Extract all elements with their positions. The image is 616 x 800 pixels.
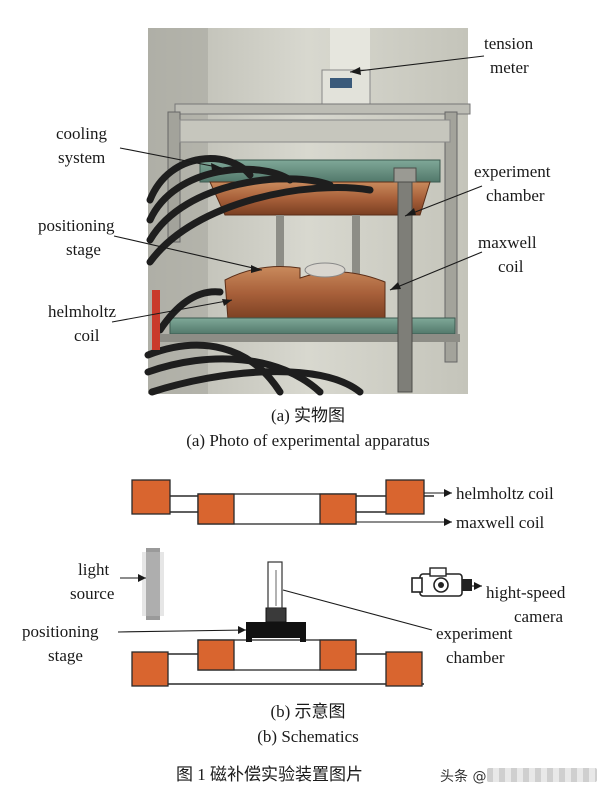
schematic-label-light-source-line2: source [70, 584, 115, 603]
schematic-label-maxwell-coil: maxwell coil [456, 513, 545, 532]
schematic-maxwell-coil-left [197, 493, 235, 525]
caption-b-english: (b) Schematics [257, 727, 359, 746]
figure-title: 图 1 磁补偿实验装置图片 [176, 765, 363, 784]
label-helmholtz-coil-line1: helmholtz [48, 302, 116, 321]
label-maxwell-coil-line1: maxwell [478, 233, 537, 252]
schematic-helmholtz-coil-left [131, 479, 171, 515]
label-positioning-stage-line2: stage [66, 240, 101, 259]
label-experiment-chamber-line2: chamber [486, 186, 545, 205]
label-helmholtz-coil-line2: coil [74, 326, 100, 345]
blurred-username [487, 768, 597, 782]
schematic-top-coils [131, 479, 434, 525]
label-positioning-stage-line1: positioning [38, 216, 115, 235]
schematic-camera-icon [411, 567, 472, 597]
label-experiment-chamber-line1: experiment [474, 162, 551, 181]
schematic-label-light-source-line1: light [78, 560, 110, 579]
label-cooling-system-line2: system [58, 148, 106, 167]
schematic-leader-lines [117, 492, 482, 633]
tension-meter-device [321, 69, 371, 107]
schematic-light-source [146, 548, 160, 620]
schematic-experiment-chamber [267, 561, 283, 609]
photo-leader-lines [111, 55, 485, 323]
label-cooling-system-line1: cooling [56, 124, 107, 143]
photo-maxwell-coil [209, 181, 431, 216]
schematic-maxwell-coil-right [319, 493, 357, 525]
schematic-label-positioning-stage-line2: stage [48, 646, 83, 665]
schematic-label-camera-line2: camera [514, 607, 564, 626]
caption-a-english: (a) Photo of experimental apparatus [186, 431, 430, 450]
label-tension-meter-line1: tension [484, 34, 534, 53]
schematic-label-camera-line1: hight-speed [486, 583, 566, 602]
photo-cooling-hoses [144, 155, 374, 396]
schematic-helmholtz-coil-right [385, 479, 425, 515]
schematic-label-helmholtz-coil: helmholtz coil [456, 484, 554, 503]
label-tension-meter-line2: meter [490, 58, 529, 77]
schematic-positioning-stage [246, 607, 306, 642]
schematic-label-positioning-stage-line1: positioning [22, 622, 99, 641]
label-maxwell-coil-line2: coil [498, 257, 524, 276]
watermark: 头条 @ [440, 769, 487, 785]
photo-experiment-chamber [397, 167, 413, 393]
schematic-label-experiment-chamber-line2: chamber [446, 648, 505, 667]
caption-a-chinese: (a) 实物图 [270, 406, 346, 425]
schematic-label-experiment-chamber-line1: experiment [436, 624, 513, 643]
schematic-bottom-coils [131, 639, 424, 687]
caption-b-chinese: (b) 示意图 [270, 702, 346, 721]
